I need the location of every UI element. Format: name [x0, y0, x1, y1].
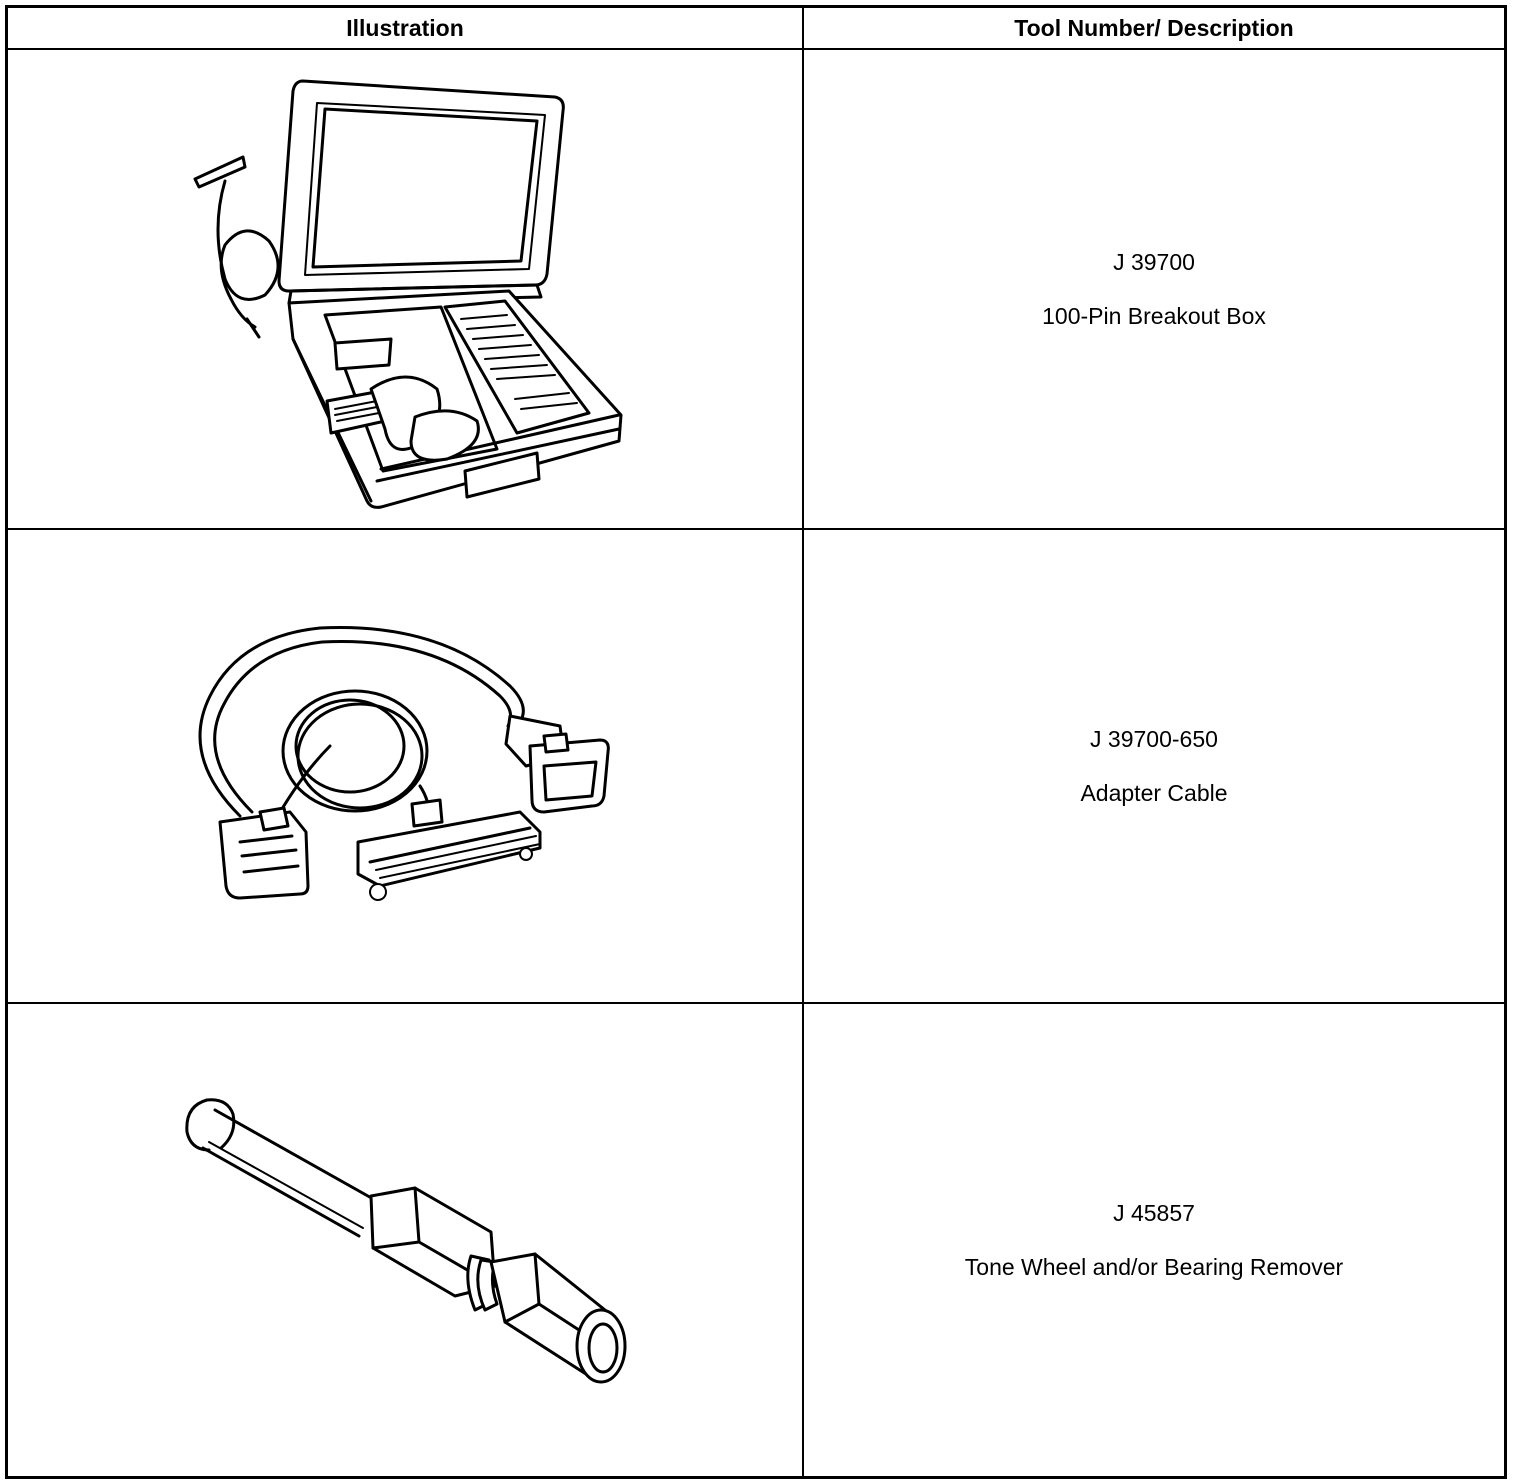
illustration-cell [5, 48, 804, 530]
header-tool-number-description: Tool Number/ Description [802, 5, 1507, 50]
tool-number: J 45857 [1113, 1200, 1195, 1226]
illustration-cell [5, 1002, 804, 1479]
description-cell: J 39700-650 Adapter Cable [802, 528, 1507, 1004]
description-cell: J 39700 100-Pin Breakout Box [802, 48, 1507, 530]
table-row: J 39700 100-Pin Breakout Box [5, 48, 1507, 530]
header-row: Illustration Tool Number/ Description [5, 5, 1507, 50]
tool-number: J 39700 [1113, 249, 1195, 275]
header-illustration: Illustration [5, 5, 804, 50]
adapter-cable-illustration [198, 626, 610, 901]
tool-description: Adapter Cable [1080, 780, 1228, 806]
tool-description: Tone Wheel and/or Bearing Remover [964, 1254, 1344, 1280]
illustration-cell [5, 528, 804, 1004]
table-row: J 39700-650 Adapter Cable [5, 528, 1507, 1004]
tool-number: J 39700-650 [1090, 726, 1218, 752]
tool-description: 100-Pin Breakout Box [1042, 303, 1266, 329]
description-cell: J 45857 Tone Wheel and/or Bearing Remove… [802, 1002, 1507, 1479]
bearing-remover-illustration [185, 1098, 627, 1384]
breakout-box-case-illustration [193, 79, 623, 509]
table-row: J 45857 Tone Wheel and/or Bearing Remove… [5, 1002, 1507, 1479]
tool-table: Illustration Tool Number/ Description [5, 5, 1507, 1479]
